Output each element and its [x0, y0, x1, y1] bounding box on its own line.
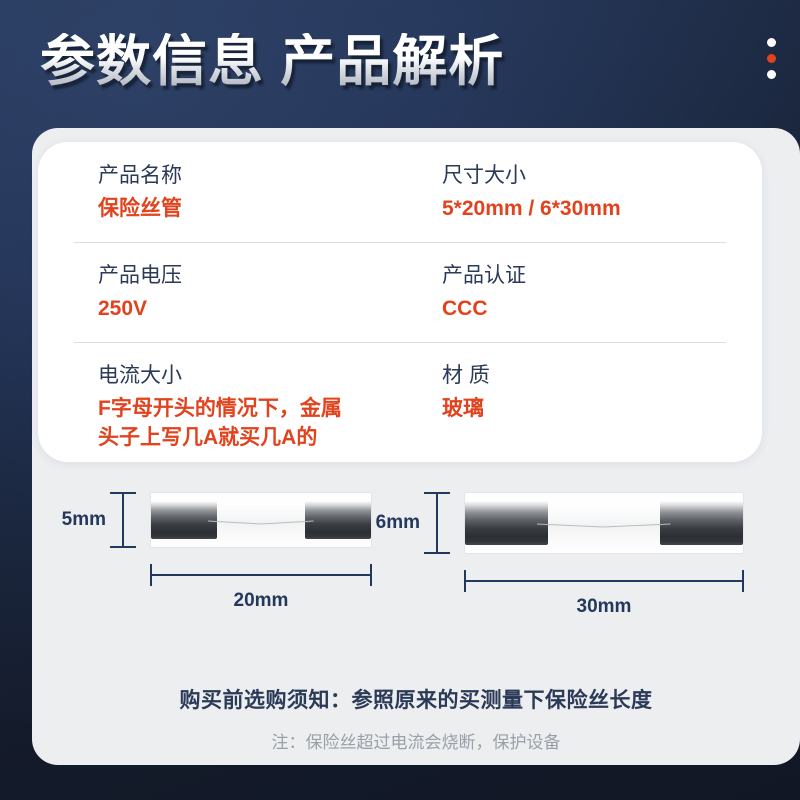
- spec-row: 电流大小 F字母开头的情况下，金属 头子上写几A就买几A的 材 质 玻璃: [38, 341, 762, 472]
- dimension-tick-left: [150, 564, 152, 586]
- diameter-dimension-6mm: 6mm: [376, 492, 450, 554]
- glass-highlight: [151, 500, 371, 513]
- dimension-tick-top: [424, 492, 450, 494]
- diameter-label: 5mm: [61, 509, 106, 530]
- fuse-filament-wire: [537, 522, 671, 530]
- length-label: 20mm: [233, 590, 289, 611]
- fuse-filament-wire: [208, 519, 314, 527]
- spec-value: F字母开头的情况下，金属 头子上写几A就买几A的: [98, 396, 342, 450]
- spec-cell-material: 材 质 玻璃: [422, 342, 726, 472]
- spec-value: 5*20mm / 6*30mm: [442, 196, 621, 220]
- dimension-tick-top: [110, 492, 136, 494]
- fuse-diagrams: 5mm 20mm: [32, 480, 800, 670]
- dimension-line: [122, 492, 124, 548]
- dimension-tick-right: [370, 564, 372, 586]
- spec-cell-current: 电流大小 F字母开头的情况下，金属 头子上写几A就买几A的: [74, 342, 422, 472]
- spec-row: 产品名称 保险丝管 尺寸大小 5*20mm / 6*30mm: [38, 142, 762, 242]
- fuse-body-5x20: [150, 492, 372, 548]
- dimension-tick-bottom: [110, 546, 136, 548]
- fuse-glass-tube: [464, 492, 744, 554]
- fuse-end-cap-left: [465, 501, 549, 545]
- diameter-label: 6mm: [375, 512, 420, 533]
- page-title: 参数信息 产品解析: [40, 30, 505, 92]
- spec-value: 保险丝管: [98, 196, 182, 220]
- length-dimension-30mm: 30mm: [464, 570, 744, 617]
- spec-card: 产品名称 保险丝管 尺寸大小 5*20mm / 6*30mm 产品电压 250V…: [38, 142, 762, 462]
- spec-cell-product-name: 产品名称 保险丝管: [74, 142, 422, 242]
- spec-value: CCC: [442, 296, 488, 320]
- dimension-line: [150, 574, 372, 576]
- spec-label: 材 质: [442, 363, 490, 387]
- dimension-tick-right: [742, 570, 744, 592]
- spec-label: 产品认证: [442, 263, 526, 287]
- spec-label: 产品名称: [98, 164, 182, 187]
- dot-icon-1: [767, 38, 776, 47]
- dimension-tick-left: [464, 570, 466, 592]
- header: 参数信息 产品解析: [0, 0, 800, 128]
- fuse-diagram-5x20: 5mm 20mm: [42, 480, 412, 670]
- spec-label: 尺寸大小: [442, 164, 526, 187]
- spec-rows: 产品名称 保险丝管 尺寸大小 5*20mm / 6*30mm 产品电压 250V…: [38, 142, 762, 471]
- spec-value: 250V: [98, 296, 148, 320]
- fuse-glass-tube: [150, 492, 372, 548]
- fuse-body-6x30: [464, 492, 744, 554]
- fuse-end-cap-right: [659, 501, 743, 545]
- fuse-end-cap-left: [151, 500, 217, 540]
- dimension-tick-bottom: [424, 552, 450, 554]
- spec-cell-certification: 产品认证 CCC: [422, 242, 726, 342]
- spec-label: 电流大小: [98, 363, 182, 387]
- spec-value: 玻璃: [442, 396, 484, 420]
- purchase-notice: 购买前选购须知：参照原来的买测量下保险丝长度: [179, 689, 653, 712]
- spec-cell-voltage: 产品电压 250V: [74, 242, 422, 342]
- length-label: 30mm: [576, 596, 632, 617]
- safety-note: 注：保险丝超过电流会烧断，保护设备: [271, 733, 561, 752]
- dot-icon-3: [767, 70, 776, 79]
- length-dimension-20mm: 20mm: [150, 564, 372, 611]
- footer-notes: 购买前选购须知：参照原来的买测量下保险丝长度 注：保险丝超过电流会烧断，保护设备: [32, 684, 800, 753]
- decorative-dots: [767, 38, 776, 79]
- dot-icon-accent: [767, 54, 776, 63]
- spec-cell-size: 尺寸大小 5*20mm / 6*30mm: [422, 142, 726, 242]
- content-panel: 产品名称 保险丝管 尺寸大小 5*20mm / 6*30mm 产品电压 250V…: [32, 128, 800, 765]
- fuse-diagram-6x30: 6mm 30mm: [376, 480, 790, 670]
- fuse-end-cap-right: [305, 500, 371, 540]
- spec-label: 产品电压: [98, 263, 182, 287]
- dimension-line: [436, 492, 438, 554]
- dimension-line: [464, 580, 744, 582]
- spec-row: 产品电压 250V 产品认证 CCC: [38, 241, 762, 342]
- diameter-dimension-5mm: 5mm: [62, 492, 136, 548]
